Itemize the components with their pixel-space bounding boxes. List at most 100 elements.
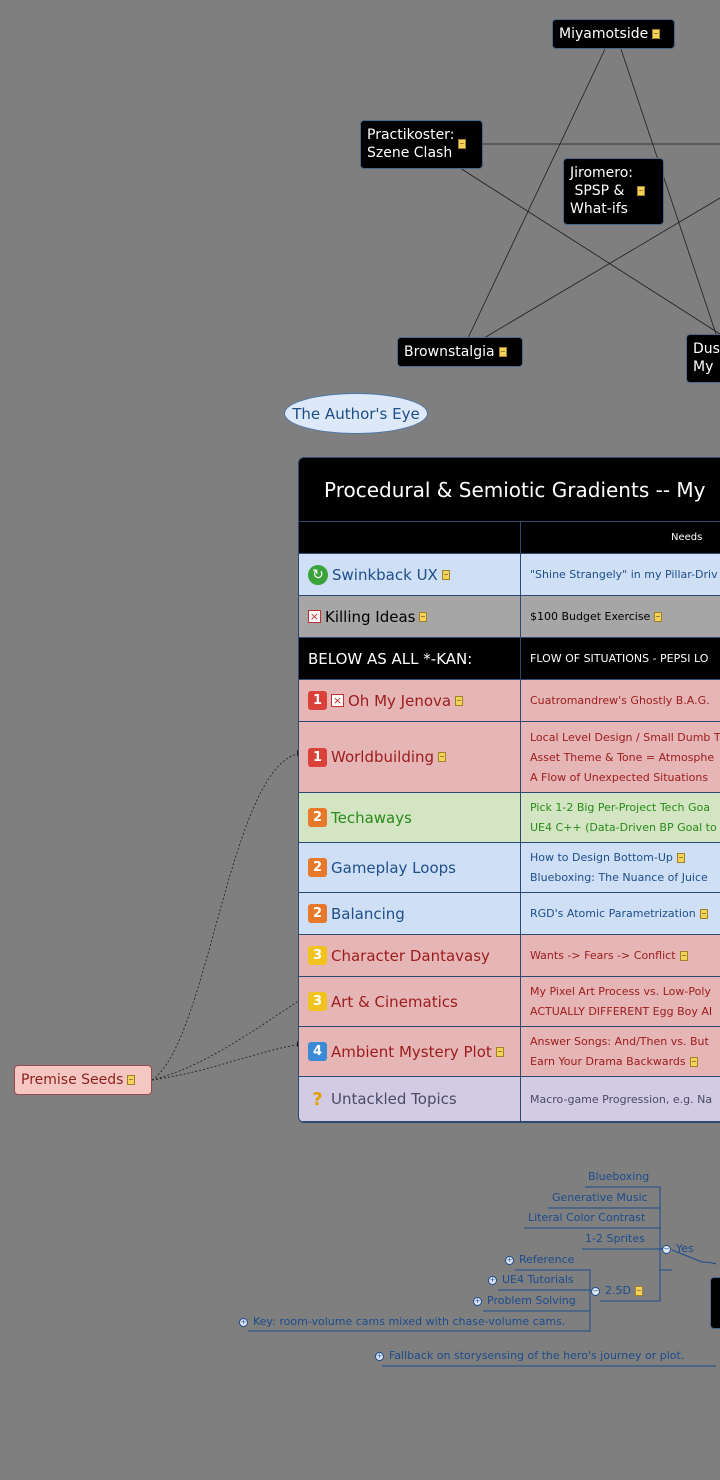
- priority-badge: 2: [308, 808, 327, 827]
- question-icon: ?: [312, 1088, 323, 1110]
- priority-badge: 4: [308, 1042, 327, 1061]
- row-needs-cell: Cuatromandrew's Ghostly B.A.G.: [521, 680, 720, 721]
- need-item[interactable]: Blueboxing: The Nuance of Juice: [530, 871, 720, 884]
- need-item[interactable]: A Flow of Unexpected Situations: [530, 771, 720, 784]
- need-item[interactable]: ACTUALLY DIFFERENT Egg Boy AI: [530, 1005, 720, 1018]
- need-item[interactable]: UE4 C++ (Data-Driven BP Goal to: [530, 821, 720, 834]
- tree-2-5d[interactable]: −2.5D: [591, 1284, 643, 1298]
- row-topic-label: Gameplay Loops: [331, 858, 456, 877]
- tree-yes[interactable]: −Yes: [662, 1242, 694, 1256]
- expand-icon[interactable]: +: [375, 1351, 384, 1361]
- table-row[interactable]: BELOW AS ALL *-KAN: FLOW OF SITUATIONS - …: [299, 638, 720, 680]
- tree-literal-color-contrast[interactable]: Literal Color Contrast: [528, 1211, 646, 1224]
- note-icon[interactable]: [438, 752, 447, 762]
- table-row[interactable]: ? Untackled Topics Macro-game Progression,…: [299, 1077, 720, 1122]
- table-title: Procedural & Semiotic Gradients -- My: [299, 458, 720, 522]
- priority-badge: 2: [308, 904, 327, 923]
- note-icon[interactable]: [652, 29, 661, 39]
- collapse-icon[interactable]: −: [662, 1244, 671, 1254]
- expand-icon[interactable]: +: [488, 1275, 497, 1285]
- tree-ue4-tutorials[interactable]: +UE4 Tutorials: [488, 1273, 574, 1287]
- expand-icon[interactable]: +: [505, 1255, 514, 1265]
- node-brownstalgia[interactable]: Brownstalgia: [397, 337, 523, 367]
- row-topic-cell: BELOW AS ALL *-KAN:: [299, 638, 521, 679]
- note-icon[interactable]: [455, 695, 464, 706]
- row-topic-label: Killing Ideas: [325, 607, 416, 626]
- note-icon[interactable]: [495, 1046, 504, 1057]
- table-row[interactable]: ↻Swinkback UX"Shine Strangely" in my Pil…: [299, 554, 720, 596]
- node-dusty[interactable]: Dus My: [686, 334, 720, 383]
- need-item[interactable]: Pick 1-2 Big Per-Project Tech Goa: [530, 801, 720, 814]
- need-item[interactable]: Earn Your Drama Backwards: [530, 1055, 720, 1068]
- need-item[interactable]: How to Design Bottom-Up: [530, 851, 720, 864]
- tree-generative-music[interactable]: Generative Music: [552, 1191, 648, 1204]
- tree-problem-solving[interactable]: +Problem Solving: [473, 1294, 576, 1308]
- node-label: Brownstalgia: [404, 344, 495, 360]
- need-item[interactable]: "Shine Strangely" in my Pillar-Driv: [530, 568, 720, 581]
- need-item[interactable]: Wants -> Fears -> Conflict: [530, 949, 720, 962]
- need-text: RGD's Atomic Parametrization: [530, 907, 696, 920]
- need-item[interactable]: My Pixel Art Process vs. Low-Poly: [530, 985, 720, 998]
- premise-seeds-node[interactable]: Premise Seeds: [14, 1065, 152, 1095]
- table-row[interactable]: ×Killing Ideas$100 Budget Exercise: [299, 596, 720, 638]
- note-icon[interactable]: [419, 611, 428, 622]
- need-text: A Flow of Unexpected Situations: [530, 770, 709, 784]
- need-text: ACTUALLY DIFFERENT Egg Boy AI: [530, 1005, 713, 1018]
- priority-badge: 1: [308, 691, 327, 710]
- note-icon[interactable]: [127, 1075, 136, 1085]
- tree-sprites[interactable]: 1-2 Sprites: [585, 1232, 645, 1245]
- note-icon[interactable]: [637, 186, 646, 196]
- expand-icon[interactable]: +: [473, 1296, 482, 1306]
- row-topic-label: BELOW AS ALL *-KAN:: [308, 649, 473, 668]
- tree-reference[interactable]: +Reference: [505, 1253, 574, 1267]
- note-icon[interactable]: [634, 1286, 643, 1296]
- need-item[interactable]: RGD's Atomic Parametrization: [530, 907, 720, 920]
- tree-blueboxing[interactable]: Blueboxing: [588, 1170, 650, 1183]
- node-miyamotside[interactable]: Miyamotside: [552, 19, 675, 49]
- need-item[interactable]: Asset Theme & Tone = Atmosphe: [530, 751, 720, 764]
- row-topic-label: Untackled Topics: [331, 1090, 457, 1108]
- expand-icon[interactable]: +: [239, 1317, 248, 1327]
- need-item[interactable]: Cuatromandrew's Ghostly B.A.G.: [530, 694, 720, 707]
- note-icon[interactable]: [498, 347, 507, 357]
- need-item[interactable]: Answer Songs: And/Then vs. But: [530, 1035, 720, 1048]
- note-icon[interactable]: [679, 951, 688, 961]
- node-label: Practikoster: Szene Clash: [367, 127, 455, 161]
- need-item[interactable]: $100 Budget Exercise: [530, 610, 720, 623]
- tree-fallback[interactable]: +Fallback on storysensing of the hero's …: [375, 1349, 684, 1363]
- note-icon[interactable]: [441, 569, 450, 580]
- node-practikoster[interactable]: Practikoster: Szene Clash: [360, 120, 483, 169]
- need-text: "Shine Strangely" in my Pillar-Driv: [530, 568, 718, 581]
- note-icon[interactable]: [676, 853, 685, 863]
- note-icon[interactable]: [699, 909, 708, 919]
- need-item[interactable]: Macro-game Progression, e.g. Na: [530, 1093, 720, 1106]
- collapse-icon[interactable]: −: [591, 1286, 600, 1296]
- note-icon[interactable]: [689, 1057, 698, 1067]
- tree-key-cams[interactable]: +Key: room-volume cams mixed with chase-…: [239, 1315, 565, 1329]
- row-topic-label: Ambient Mystery Plot: [331, 1042, 492, 1061]
- need-item[interactable]: Local Level Design / Small Dumb T: [530, 731, 720, 744]
- note-icon[interactable]: [654, 612, 663, 622]
- need-text: UE4 C++ (Data-Driven BP Goal to: [530, 821, 717, 834]
- note-icon[interactable]: [458, 139, 467, 149]
- tree-root-node[interactable]: [710, 1277, 720, 1329]
- authors-eye-node[interactable]: The Author's Eye: [284, 393, 428, 434]
- need-item[interactable]: FLOW OF SITUATIONS - PEPSI LO: [530, 652, 720, 665]
- need-text: My Pixel Art Process vs. Low-Poly: [530, 985, 711, 998]
- node-jiromero[interactable]: Jiromero: SPSP & What-ifs: [563, 158, 664, 225]
